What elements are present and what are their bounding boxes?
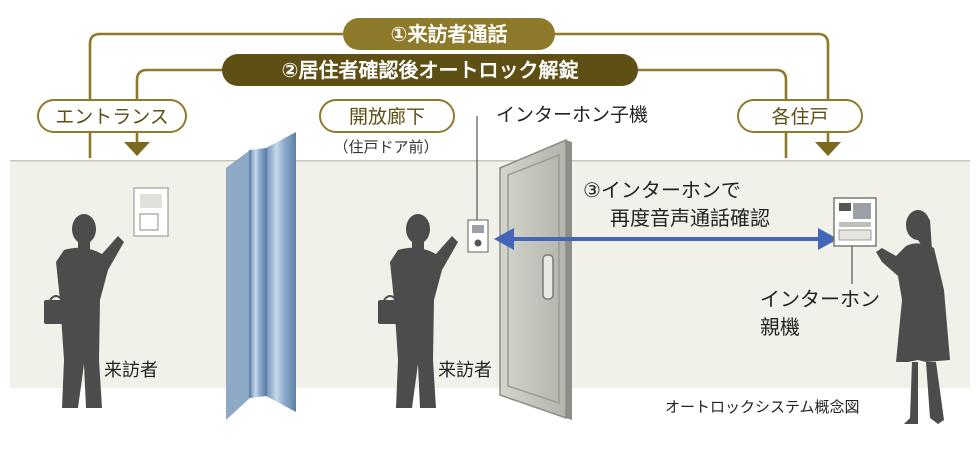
svg-text:各住戸: 各住戸 (771, 106, 828, 128)
wall-band-top-line (10, 160, 970, 162)
intercom-main-label-line1: インターホン (760, 287, 880, 311)
diagram-caption: オートロックシステム概念図 (665, 398, 860, 416)
voice-confirm-arrow (494, 228, 838, 250)
wall-band (10, 160, 970, 388)
intercom-sub-icon (467, 219, 489, 253)
corridor-sub-label: （住戸ドア前） (333, 138, 438, 156)
residence-door (499, 138, 572, 420)
intercom-main-icon (833, 197, 877, 247)
step2-label: ②居住者確認後オートロック解錠 (222, 54, 638, 86)
visitor-2-label: 来訪者 (438, 360, 492, 381)
step1-label: ①来訪者通話 (343, 18, 555, 50)
step3-text-line1: ③インターホンで (583, 178, 741, 202)
step1-text: ①来訪者通話 (391, 22, 508, 46)
svg-text:開放廊下: 開放廊下 (349, 106, 425, 128)
intercom-sub-label: インターホン子機 (496, 104, 648, 126)
unit-label: 各住戸 (737, 99, 863, 133)
visitor-1-silhouette (44, 214, 124, 408)
connector-lines (88, 32, 830, 158)
step3-text-line2: 再度音声通話確認 (610, 206, 770, 230)
entrance-label: エントランス (37, 99, 187, 133)
intercom-main-label-line2: 親機 (760, 315, 800, 339)
visitor-2-silhouette (378, 214, 458, 408)
visitor-1-label: 来訪者 (104, 360, 158, 381)
glass-door (226, 132, 296, 420)
entrance-panel-icon (133, 187, 169, 237)
corridor-label: 開放廊下 (319, 99, 455, 133)
step2-text: ②居住者確認後オートロック解錠 (282, 58, 579, 82)
arrow-heads (124, 142, 841, 156)
svg-text:エントランス: エントランス (55, 106, 169, 128)
resident-silhouette (876, 210, 950, 424)
